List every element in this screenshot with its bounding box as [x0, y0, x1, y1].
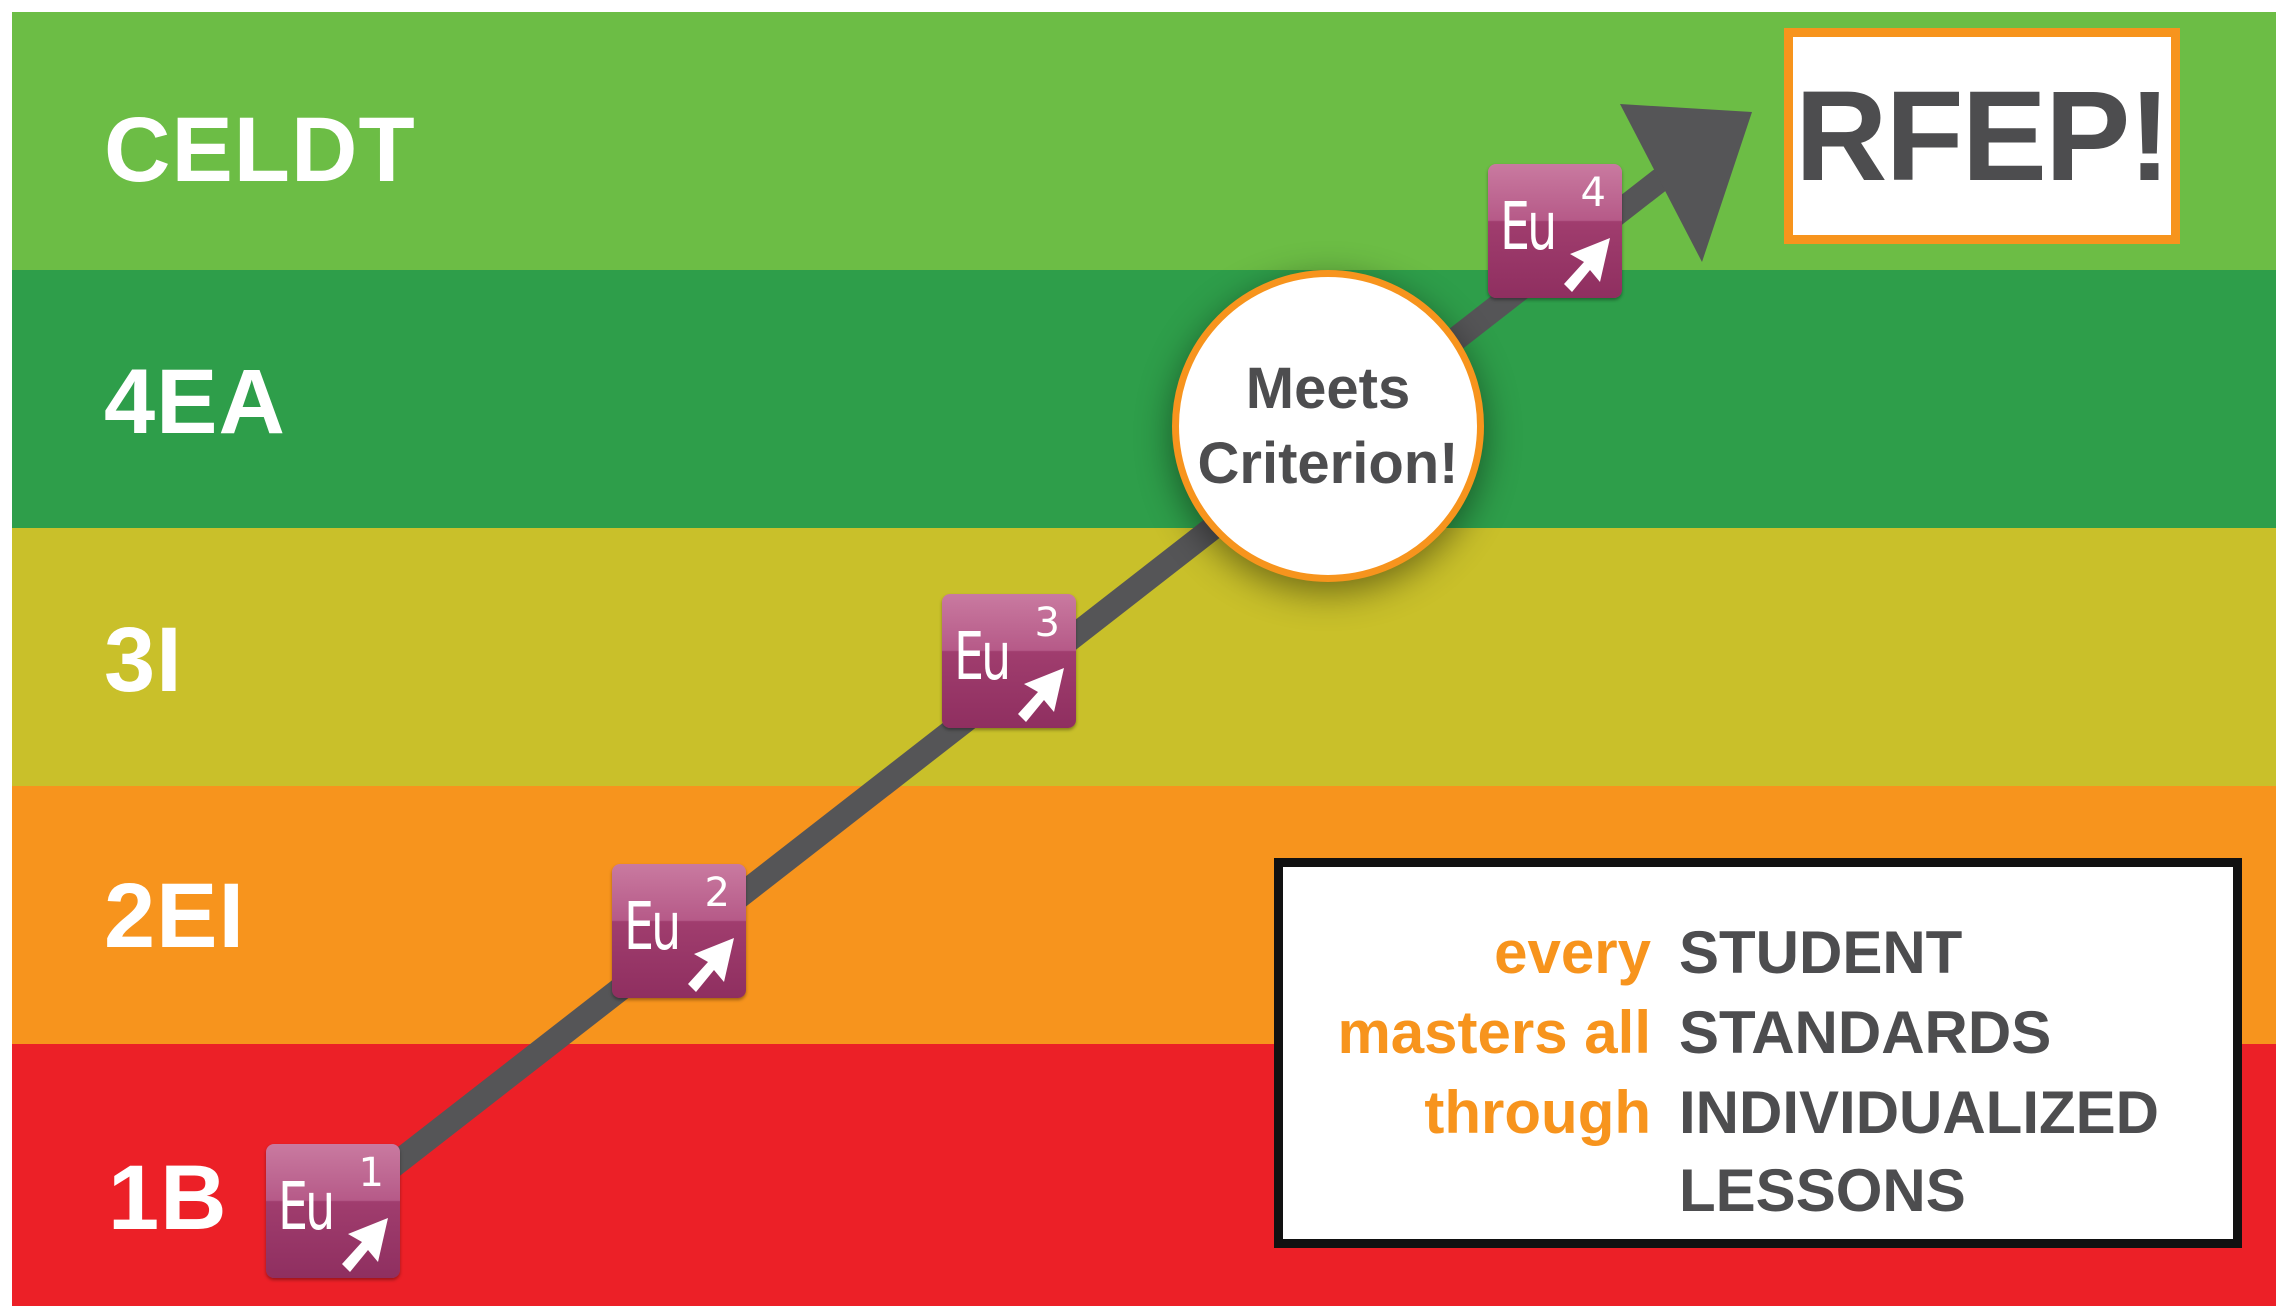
- motto-box: every STUDENT masters all STANDARDS thro…: [1274, 858, 2242, 1248]
- level-label-celdt: CELDT: [104, 99, 416, 201]
- motto-rest: LESSONS: [1679, 1157, 1966, 1224]
- progress-arrow-head: [1620, 104, 1752, 262]
- rfep-goal-box: RFEP!: [1784, 28, 2180, 244]
- cursor-icon: [1564, 238, 1610, 292]
- motto-lead: masters all: [1337, 999, 1651, 1066]
- level-label-2ei: 2EI: [104, 865, 246, 967]
- cursor-icon: [342, 1218, 388, 1272]
- meets-criterion-badge: Meets Criterion!: [1172, 270, 1484, 582]
- rfep-goal-label: RFEP!: [1795, 64, 2171, 208]
- motto-lead: through: [1424, 1079, 1651, 1146]
- tile-number: 3: [1034, 600, 1060, 646]
- criterion-line-1: Meets: [1245, 355, 1411, 421]
- level-band-4ea: 4EA: [12, 270, 2276, 528]
- tile-number: 1: [358, 1150, 384, 1196]
- tile-symbol: Eu: [624, 888, 681, 965]
- motto-lead: every: [1494, 919, 1651, 986]
- tile-symbol: Eu: [278, 1168, 335, 1245]
- motto-rest: INDIVIDUALIZED: [1679, 1079, 2159, 1146]
- motto-rest: STUDENT: [1679, 919, 1963, 986]
- level-label-3i: 3I: [104, 609, 183, 711]
- tile-symbol: Eu: [954, 618, 1011, 695]
- criterion-line-2: Criterion!: [1197, 431, 1459, 496]
- cursor-icon: [688, 938, 734, 992]
- tile-number: 2: [704, 870, 730, 916]
- cursor-icon: [1018, 668, 1064, 722]
- milestone-tile-1: Eu 1: [266, 1144, 400, 1278]
- tile-symbol: Eu: [1500, 188, 1557, 265]
- tile-number: 4: [1580, 170, 1606, 216]
- level-label-1b: 1B: [108, 1147, 228, 1249]
- milestone-tile-4: Eu 4: [1488, 164, 1622, 298]
- milestone-tile-2: Eu 2: [612, 864, 746, 998]
- milestone-tile-3: Eu 3: [942, 594, 1076, 728]
- level-label-4ea: 4EA: [104, 351, 286, 453]
- motto-rest: STANDARDS: [1679, 999, 2052, 1066]
